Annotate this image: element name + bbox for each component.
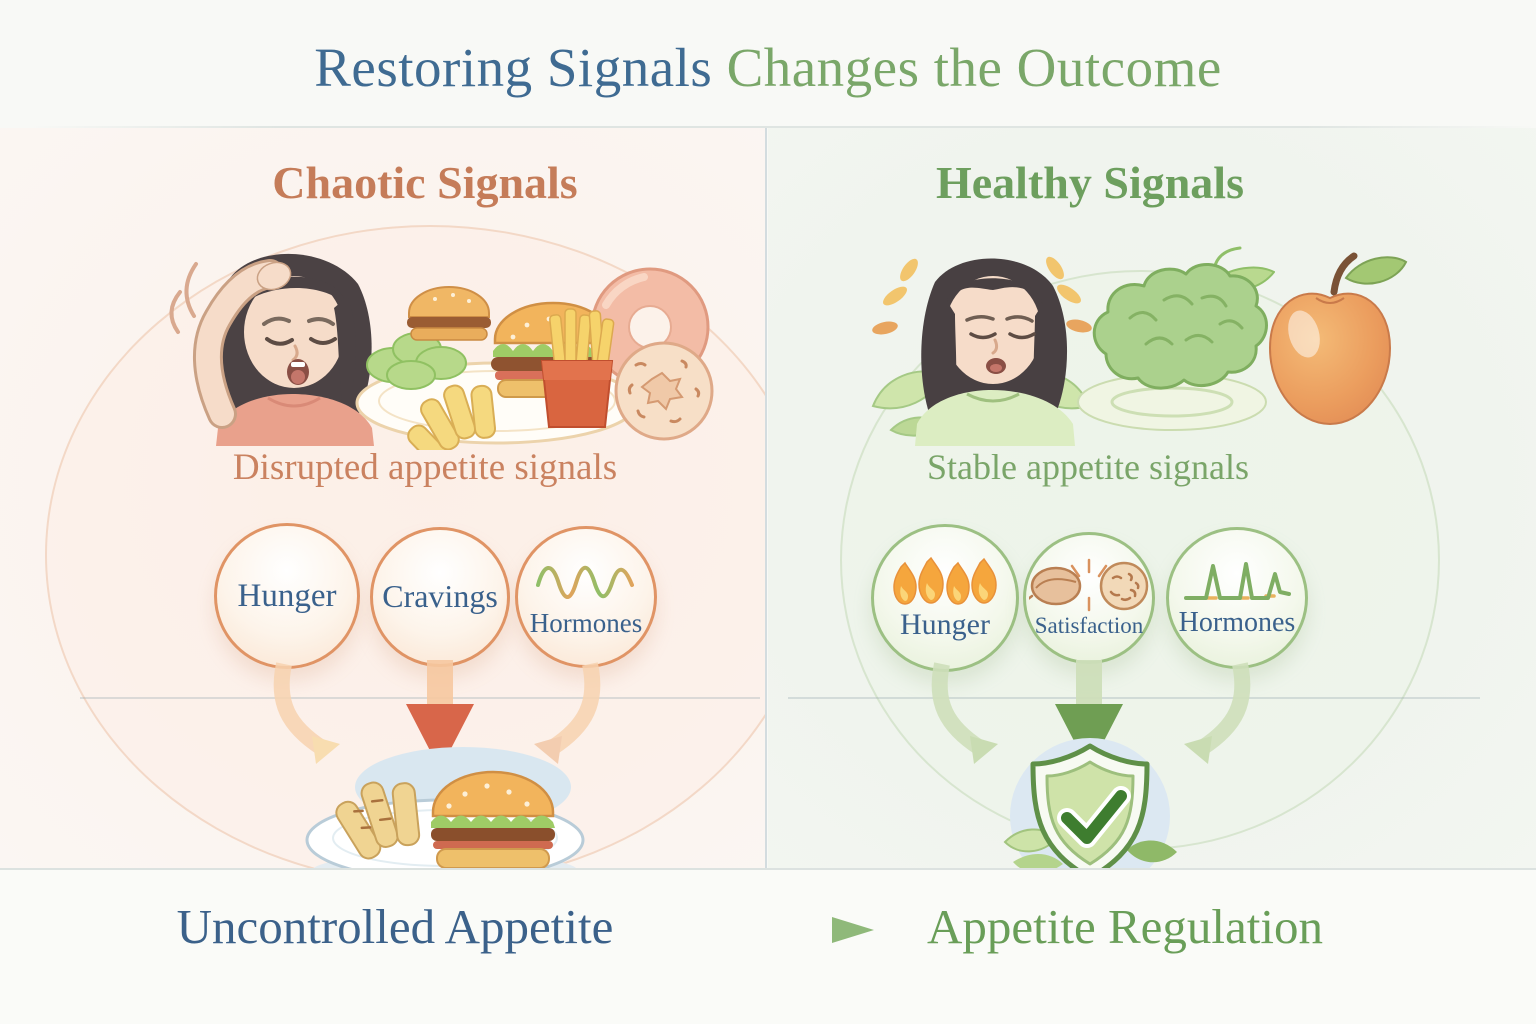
- chaotic-wave-icon: [536, 565, 634, 599]
- healthy-signals-header: Healthy Signals: [935, 157, 1244, 208]
- apple-illustration: [1268, 252, 1408, 426]
- satisfaction-circle: Satisfaction: [1023, 532, 1155, 664]
- hunger-circle-left: Hunger: [214, 523, 360, 669]
- title-restoring-signals: Restoring Signals: [314, 37, 727, 98]
- appetite-regulation-label: Appetite Regulation: [927, 899, 1323, 954]
- hormones-label-right: Hormones: [1178, 607, 1296, 639]
- satisfaction-label: Satisfaction: [1034, 612, 1144, 638]
- outcome-band: Uncontrolled Appetite Appetite Regulatio…: [0, 868, 1536, 1024]
- chaotic-signals-header: Chaotic Signals: [272, 157, 578, 208]
- hunger-label-left: Hunger: [237, 577, 337, 614]
- hormones-circle-right: Hormones: [1166, 527, 1308, 669]
- title-divider-line: [0, 126, 1536, 128]
- shield-check-illustration: [1003, 738, 1177, 868]
- cravings-circle: Cravings: [370, 527, 510, 667]
- convergence-arrows-left: [273, 660, 601, 770]
- convergence-arrows-right: [931, 660, 1251, 770]
- disrupted-signals-subtitle: Disrupted appetite signals: [232, 447, 618, 488]
- walnut-cookie-icon: [1029, 558, 1149, 612]
- cravings-label: Cravings: [382, 578, 498, 615]
- flames-icon: [893, 557, 997, 606]
- plate-with-burger-illustration: [305, 747, 585, 868]
- title-changes-the-outcome: Changes the Outcome: [726, 37, 1222, 98]
- dashed-transition-arrow-icon: [656, 917, 874, 943]
- fries-donuts-illustration: [540, 267, 714, 441]
- hunger-circle-right: Hunger: [871, 524, 1019, 672]
- healthy-signals-panel: Healthy Signals: [768, 128, 1536, 868]
- hunger-label-right: Hunger: [900, 608, 990, 642]
- hormones-circle-left: Hormones: [515, 526, 657, 668]
- calm-woman-illustration: [871, 256, 1092, 446]
- page-title: Restoring Signals Changes the Outcome: [0, 36, 1536, 99]
- column-divider: [765, 128, 767, 868]
- uncontrolled-appetite-label: Uncontrolled Appetite: [176, 899, 614, 954]
- green-brain-illustration: [1077, 246, 1275, 431]
- stable-graph-icon: [1184, 562, 1291, 601]
- hormones-label-left: Hormones: [529, 607, 643, 638]
- chaotic-signals-panel: Chaotic Signals: [0, 128, 766, 868]
- stable-signals-subtitle: Stable appetite signals: [927, 447, 1249, 487]
- left-guide-line: [80, 697, 760, 699]
- right-guide-line: [788, 697, 1480, 699]
- stressed-woman-illustration: [169, 253, 374, 446]
